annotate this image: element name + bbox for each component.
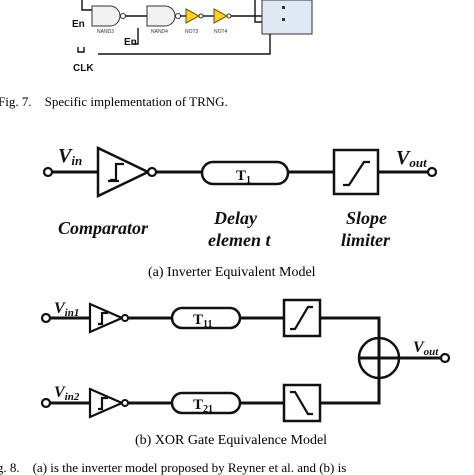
delay-label-line2: elemen t — [208, 230, 271, 250]
comparator-label: Comparator — [58, 218, 149, 238]
vout-label: Vout — [396, 147, 427, 170]
clk-pulse-icon — [77, 47, 85, 53]
not3-gate — [185, 8, 204, 24]
fig8a-inverter-model: T1 Vin Vout Comparator Delay elemen t Sl… — [42, 145, 438, 250]
vin1-label: Vin1 — [54, 300, 79, 319]
vin1-terminal-icon — [40, 312, 52, 324]
delay-label-line1: Delay — [213, 208, 258, 228]
slope-limiter-bottom-symbol — [282, 383, 322, 423]
t11-label: T11 — [193, 312, 212, 330]
fig8b-caption: (b) XOR Gate Equivalence Model — [135, 433, 327, 448]
comparator-symbol — [96, 146, 158, 198]
fig8a-caption: (a) Inverter Equivalent Model — [148, 265, 316, 280]
en-left-label: En — [72, 19, 85, 30]
slope-limiter-symbol — [332, 148, 380, 196]
comparator-bottom-symbol — [88, 387, 129, 419]
vin2-terminal-icon — [40, 397, 52, 409]
slope-limiter-top-symbol — [282, 298, 322, 338]
clk-label: CLK — [73, 63, 94, 74]
comparator-top-symbol — [88, 302, 129, 334]
fig7-trng-schematic: NAND3 NAND4 NOT3 NOT4 En En CLK — [72, 0, 313, 74]
nand4-gate — [146, 5, 181, 27]
vout-b-label: Vout — [413, 339, 439, 358]
flip-flop-block — [261, 0, 313, 35]
nand3-gate — [91, 5, 126, 27]
en-mid-label: En — [124, 37, 137, 48]
xor-sum-icon — [357, 336, 401, 380]
t1-label: T1 — [236, 168, 251, 186]
nand3-label: NAND3 — [97, 29, 114, 35]
vout-b-terminal-icon — [439, 352, 451, 364]
limiter-label-line2: limiter — [341, 230, 391, 250]
not4-gate — [213, 8, 232, 24]
fig8b-xor-model: T11 T21 — [40, 298, 451, 423]
vout-terminal-icon — [426, 166, 438, 178]
fig7-caption: Fig. 7. Specific implementation of TRNG. — [0, 94, 228, 109]
not4-label: NOT4 — [214, 29, 228, 35]
limiter-label-line1: Slope — [346, 208, 387, 228]
nand4-label: NAND4 — [151, 29, 168, 35]
not3-label: NOT3 — [185, 29, 199, 35]
vin2-label: Vin2 — [54, 384, 80, 403]
t21-label: T21 — [193, 397, 213, 415]
fig8-caption: Fig. 8. (a) is the inverter model propos… — [0, 460, 346, 475]
vin-terminal-icon — [42, 166, 54, 178]
vin-label: Vin — [58, 145, 82, 168]
